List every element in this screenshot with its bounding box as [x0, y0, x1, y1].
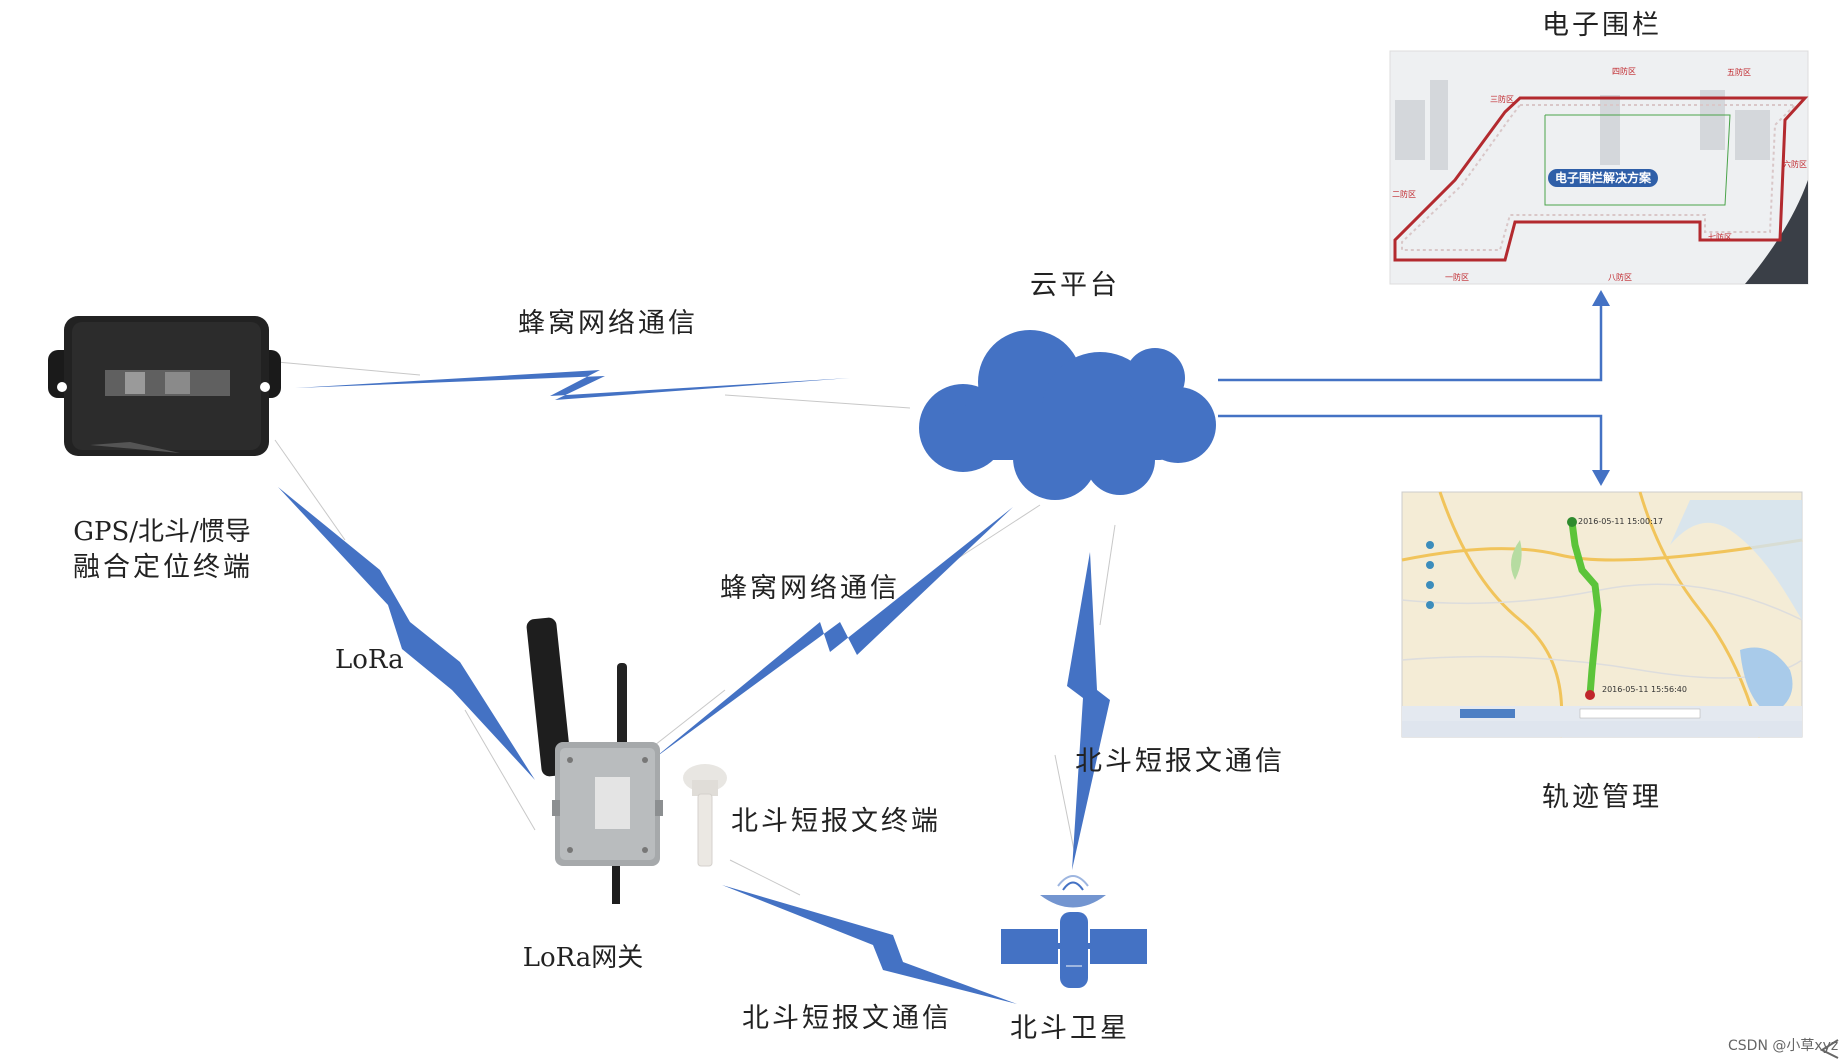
- terminal-label-line2: 融合定位终端: [73, 552, 253, 583]
- satellite-label: 北斗卫星: [1010, 1013, 1130, 1044]
- svg-text:五防区: 五防区: [1727, 67, 1751, 77]
- cloud-to-track-arrow: [1218, 414, 1610, 486]
- beidou-bolt-bottom: [722, 885, 1017, 1004]
- svg-text:七防区: 七防区: [1708, 232, 1732, 242]
- corner-arrow-icon: [1819, 1039, 1839, 1059]
- beidou-terminal-label: 北斗短报文终端: [731, 806, 941, 837]
- track-toolbar: [1402, 706, 1802, 737]
- track-label: 轨迹管理: [1542, 782, 1662, 813]
- cellular-bolt-mid: [652, 507, 1013, 760]
- svg-text:二防区: 二防区: [1392, 189, 1416, 199]
- beidou-bolt-right: [1067, 552, 1110, 870]
- cloud-label: 云平台: [1030, 270, 1120, 301]
- lora-bolt: [278, 487, 535, 780]
- cellular-bolt-top: [295, 370, 850, 400]
- lora-label: LoRa: [335, 645, 404, 675]
- svg-text:三防区: 三防区: [1490, 94, 1514, 104]
- fence-banner: 电子围栏解决方案: [1548, 169, 1658, 187]
- svg-text:六防区: 六防区: [1783, 159, 1807, 169]
- fence-title: 电子围栏: [1542, 10, 1662, 41]
- svg-text:一防区: 一防区: [1445, 272, 1469, 282]
- cellular-label-mid: 蜂窝网络通信: [720, 573, 900, 604]
- track-route: [1567, 517, 1602, 700]
- beidou-comm-label-right: 北斗短报文通信: [1075, 746, 1285, 777]
- cellular-label-top: 蜂窝网络通信: [518, 308, 698, 339]
- positioning-terminal-device: [48, 316, 281, 456]
- beidou-comm-label-bottom: 北斗短报文通信: [742, 1003, 952, 1034]
- gateway-label: LoRa网关: [523, 943, 644, 973]
- beidou-terminal-device: [683, 764, 727, 867]
- lora-gateway-device: [526, 617, 663, 904]
- satellite-icon: [1001, 875, 1147, 988]
- svg-text:2016-05-11 15:00:17: 2016-05-11 15:00:17: [1578, 517, 1663, 526]
- terminal-label-line1: GPS/北斗/惯导: [73, 517, 251, 547]
- svg-text:八防区: 八防区: [1608, 272, 1632, 282]
- svg-text:2016-05-11 15:56:40: 2016-05-11 15:56:40: [1602, 685, 1687, 694]
- cloud-icon: [919, 330, 1216, 500]
- watermark: CSDN @小草xyz: [1728, 1038, 1838, 1054]
- svg-text:四防区: 四防区: [1612, 66, 1636, 76]
- svg-text:电子围栏解决方案: 电子围栏解决方案: [1555, 170, 1652, 185]
- track-image: 2016-05-11 15:00:17 2016-05-11 15:56:40: [1401, 491, 1803, 738]
- cloud-to-fence-arrow: [1218, 290, 1610, 382]
- fence-image: 电子围栏解决方案 一防区 二防区 三防区 四防区 五防区 六防区 七防区 八防区: [1389, 50, 1809, 285]
